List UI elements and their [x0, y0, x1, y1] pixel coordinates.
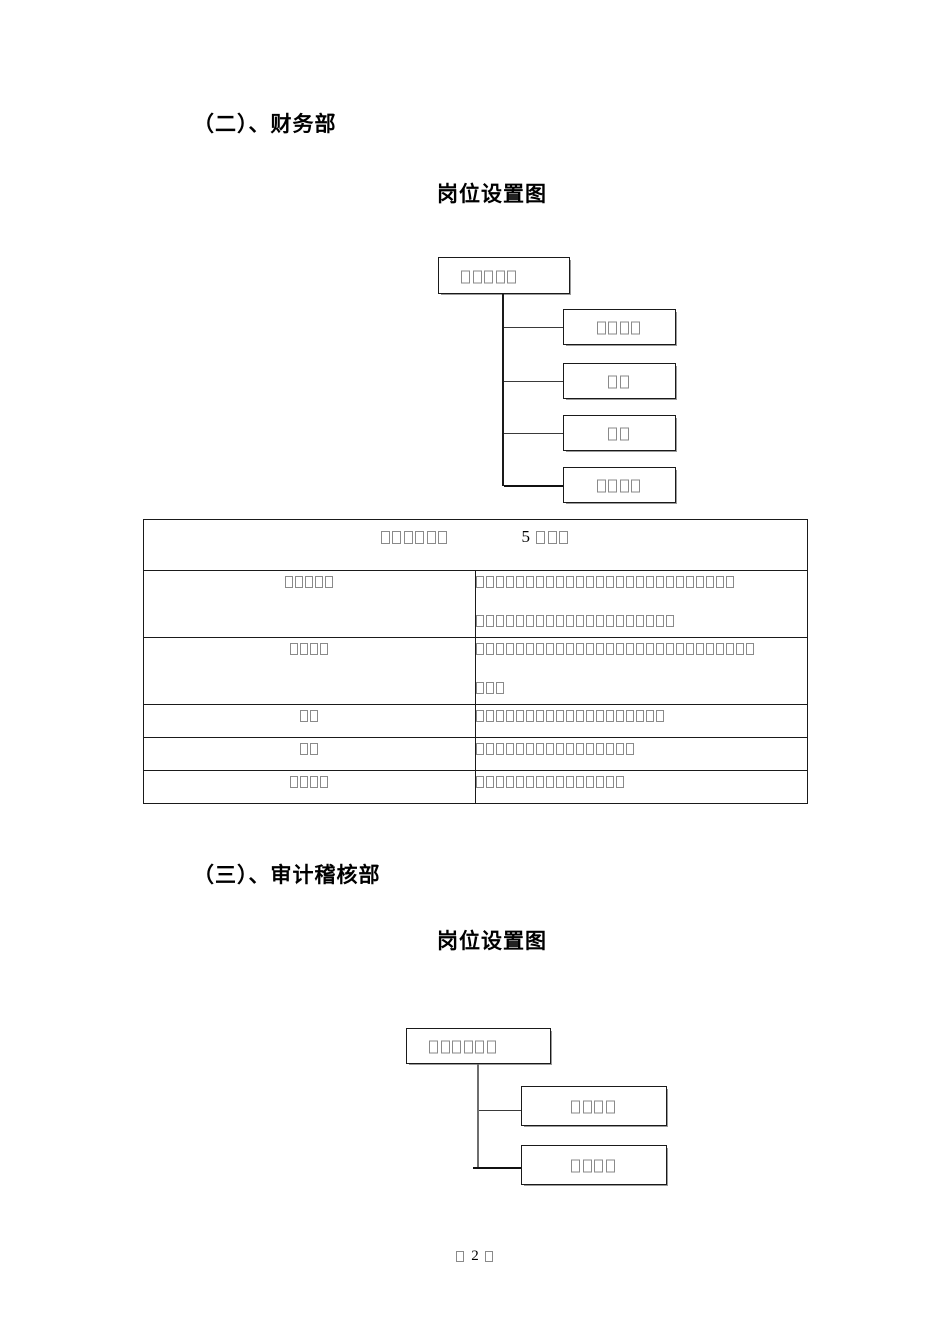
table-header-cell: 5	[143, 519, 808, 571]
page-footer: 2	[0, 1245, 950, 1265]
chart-title-audit: 岗位设置图	[437, 930, 547, 953]
org-node-child	[521, 1086, 667, 1126]
table-row	[143, 637, 808, 705]
table-row	[143, 570, 808, 638]
org-node-label	[564, 424, 675, 443]
role-cell	[143, 637, 476, 705]
duty-cell	[475, 704, 808, 738]
duty-table: 5	[143, 519, 808, 804]
role-cell	[143, 570, 476, 638]
role-cell	[143, 704, 476, 738]
org-node-label	[522, 1156, 666, 1175]
duty-cell	[475, 637, 808, 705]
chart-title-finance: 岗位设置图	[437, 183, 547, 206]
org-branch	[504, 485, 564, 487]
org-branch	[504, 381, 564, 382]
org-node-child	[563, 415, 676, 451]
duty-cell	[475, 570, 808, 638]
table-row	[143, 770, 808, 804]
section-heading-finance: （二）、财务部	[193, 113, 337, 136]
duty-line	[476, 705, 807, 724]
org-branch	[504, 327, 564, 328]
footer-prefix	[456, 1245, 465, 1264]
role-label	[299, 738, 320, 757]
duty-line	[476, 571, 807, 590]
header-text-left	[380, 527, 450, 546]
role-label	[289, 771, 330, 790]
section-heading-audit: （三）、审计稽核部	[193, 864, 381, 887]
duty-line	[476, 677, 807, 696]
header-count: 5	[521, 527, 531, 546]
org-node-label	[564, 372, 675, 391]
org-node-label	[522, 1097, 666, 1116]
org-node-label	[439, 266, 569, 285]
org-node-child	[563, 309, 676, 345]
duty-line	[476, 738, 807, 757]
org-node-label	[564, 318, 675, 337]
duty-cell	[475, 770, 808, 804]
org-node-child	[563, 467, 676, 503]
role-label	[284, 571, 335, 590]
table-header-row: 5	[143, 519, 808, 571]
org-node-child	[521, 1145, 667, 1185]
org-trunk-audit	[477, 1064, 479, 1167]
role-cell	[143, 737, 476, 771]
role-label	[289, 638, 330, 657]
org-node-label	[564, 476, 675, 495]
role-cell	[143, 770, 476, 804]
org-node-root-audit	[406, 1028, 551, 1064]
org-branch	[479, 1110, 523, 1111]
org-trunk-finance	[502, 294, 504, 486]
role-label	[299, 705, 320, 724]
duty-line	[476, 610, 807, 629]
org-node-root-finance	[438, 257, 570, 294]
duty-line	[476, 771, 807, 790]
footer-suffix	[484, 1245, 494, 1264]
header-text-right	[536, 527, 571, 546]
duty-cell	[475, 737, 808, 771]
org-node-child	[563, 363, 676, 399]
org-branch	[504, 433, 564, 434]
table-row	[143, 737, 808, 771]
page-number: 2	[471, 1248, 479, 1264]
org-branch	[473, 1167, 523, 1169]
duty-line	[476, 638, 807, 657]
org-node-label	[407, 1037, 550, 1056]
table-row	[143, 704, 808, 738]
duty-table-body: 5	[143, 519, 808, 804]
